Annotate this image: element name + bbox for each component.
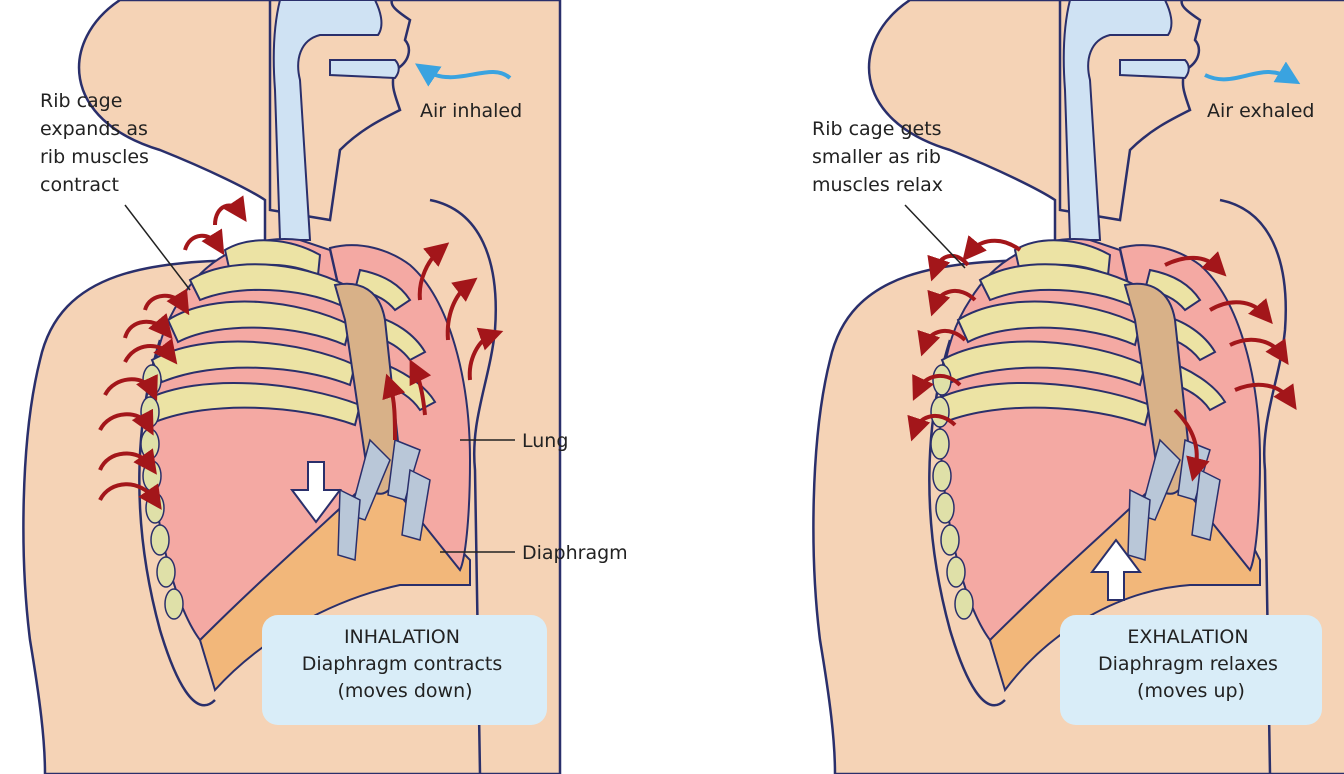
exhalation-panel: Air exhaled Rib cage gets smaller as rib… — [812, 0, 1344, 774]
rib-shrink-line-1: Rib cage gets — [812, 118, 942, 140]
air-exhaled-label: Air exhaled — [1207, 100, 1314, 122]
rib-expand-line-4: contract — [40, 174, 119, 196]
inhalation-box-line-2: Diaphragm contracts — [302, 653, 503, 675]
exhalation-box-title: EXHALATION — [1127, 626, 1248, 648]
diaphragm-label: Diaphragm — [522, 542, 628, 564]
inhalation-box-line-3: (moves down) — [337, 680, 472, 702]
rib-cage-smaller-label: Rib cage gets smaller as rib muscles rel… — [812, 118, 948, 196]
rib-shrink-line-3: muscles relax — [812, 174, 943, 196]
rib-shrink-line-2: smaller as rib — [812, 146, 941, 168]
rib-expand-line-2: expands as — [40, 118, 148, 140]
exhalation-box-line-2: Diaphragm relaxes — [1098, 653, 1278, 675]
rib-expand-line-1: Rib cage — [40, 90, 122, 112]
exhalation-box-line-3: (moves up) — [1137, 680, 1245, 702]
rib-shrink-leader — [905, 205, 965, 268]
inhalation-panel: Air inhaled Rib cage expands as rib musc… — [23, 0, 627, 774]
air-inhaled-label: Air inhaled — [420, 100, 522, 122]
inhalation-box-title: INHALATION — [344, 626, 460, 648]
lung-label: Lung — [522, 430, 568, 452]
rib-expand-line-3: rib muscles — [40, 146, 149, 168]
